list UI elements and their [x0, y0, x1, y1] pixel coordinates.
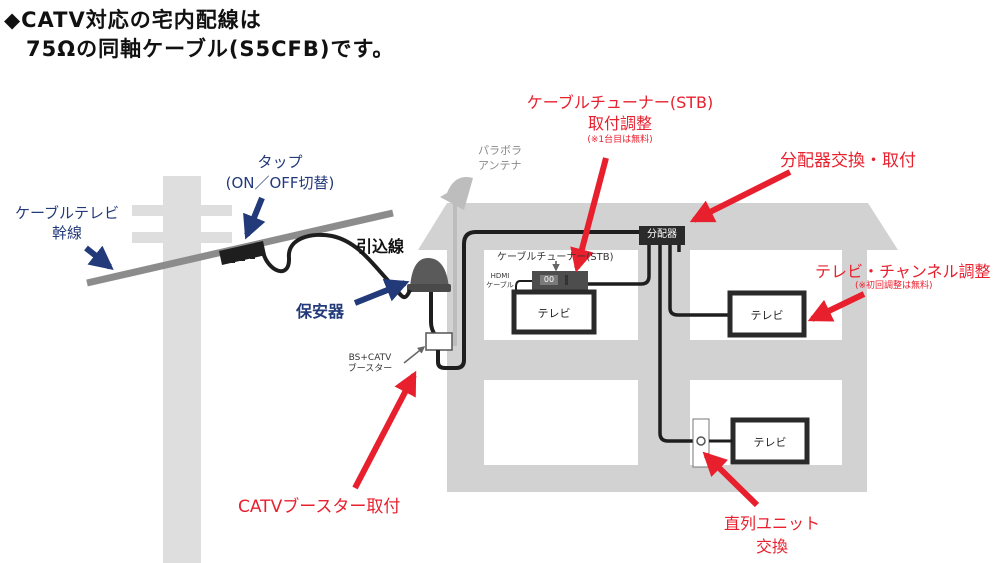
booster-callout: CATVブースター取付 — [238, 497, 401, 517]
splitter-callout: 分配器交換・取付 — [780, 151, 916, 171]
trunk-arrow — [84, 245, 114, 270]
booster-label-arrow — [403, 346, 426, 364]
stb-callout-line1: ケーブルチューナー(STB) — [526, 93, 714, 112]
page-heading-line1: ◆CATV対応の宅内配線は — [4, 8, 262, 32]
outlet-callout-line1: 直列ユニット — [723, 514, 820, 533]
splitter-cables — [588, 245, 730, 443]
hdmi-label-line1: HDMI — [490, 272, 510, 280]
parabola-label-line1: パラボラ — [478, 144, 522, 157]
hdmi-label: HDMI ケーブル — [478, 272, 522, 290]
hdmi-label-line2: ケーブル — [486, 281, 514, 289]
trunk-label: ケーブルテレビ 幹線 — [2, 203, 132, 243]
booster-label-line1: BS+CATV — [348, 353, 392, 363]
main-coax-cable — [436, 230, 640, 370]
outlet-callout-line2: 交換 — [755, 537, 788, 556]
stb-arrow — [570, 157, 609, 273]
parabola-label-line2: アンテナ — [478, 159, 522, 172]
parabola-label: パラボラ アンテナ — [478, 143, 522, 173]
splitter-box — [639, 226, 685, 245]
protector-label: 保安器 — [296, 302, 345, 321]
stb — [532, 271, 588, 290]
booster — [425, 332, 453, 351]
protector — [407, 258, 451, 292]
tap-label-line1: タップ — [257, 153, 303, 171]
stb-display: 00 — [543, 275, 555, 284]
booster-arrow — [352, 370, 417, 490]
outlet-callout: 直列ユニット 交換 — [712, 512, 832, 558]
protector-arrow — [353, 278, 410, 306]
tv-channel-arrow — [807, 291, 866, 322]
drop-wire — [261, 232, 398, 291]
tv-channel-callout: テレビ・チャンネル調整 — [815, 262, 991, 281]
stb-callout-line2: 取付調整 — [587, 114, 652, 133]
stb-callout-note: (※1台目は無料) — [587, 135, 653, 145]
dropwire-label: 引込線 — [356, 237, 405, 256]
stb-small-label: ケーブルチューナー(STB) — [497, 252, 614, 263]
tap-label-line2: (ON／OFF切替) — [225, 174, 335, 192]
tv-label-3: テレビ — [753, 436, 787, 449]
hdmi-cable — [515, 280, 532, 292]
house — [418, 203, 898, 492]
tap-arrow — [243, 196, 266, 240]
stb-callout: ケーブルチューナー(STB) 取付調整 (※1台目は無料) — [515, 92, 725, 147]
tv-label-2: テレビ — [750, 309, 784, 322]
utility-pole — [132, 176, 232, 563]
trunk-label-line2: 幹線 — [51, 224, 82, 242]
splitter-arrow — [689, 169, 792, 223]
booster-label: BS+CATV ブースター — [330, 353, 410, 375]
tv-screens — [511, 289, 810, 465]
parabola-antenna — [440, 177, 473, 346]
splitter-label: 分配器 — [647, 229, 677, 240]
tv-channel-note: (※初回調整は無料) — [855, 281, 933, 291]
outlet-arrow — [702, 451, 760, 508]
booster-label-line2: ブースター — [347, 364, 393, 374]
trunk-label-line1: ケーブルテレビ — [14, 204, 120, 222]
tap-label: タップ (ON／OFF切替) — [210, 152, 350, 194]
tap-device — [219, 241, 266, 265]
tv-label-1: テレビ — [537, 307, 571, 320]
page-heading-line2: 75Ωの同軸ケーブル(S5CFB)です。 — [26, 37, 395, 61]
